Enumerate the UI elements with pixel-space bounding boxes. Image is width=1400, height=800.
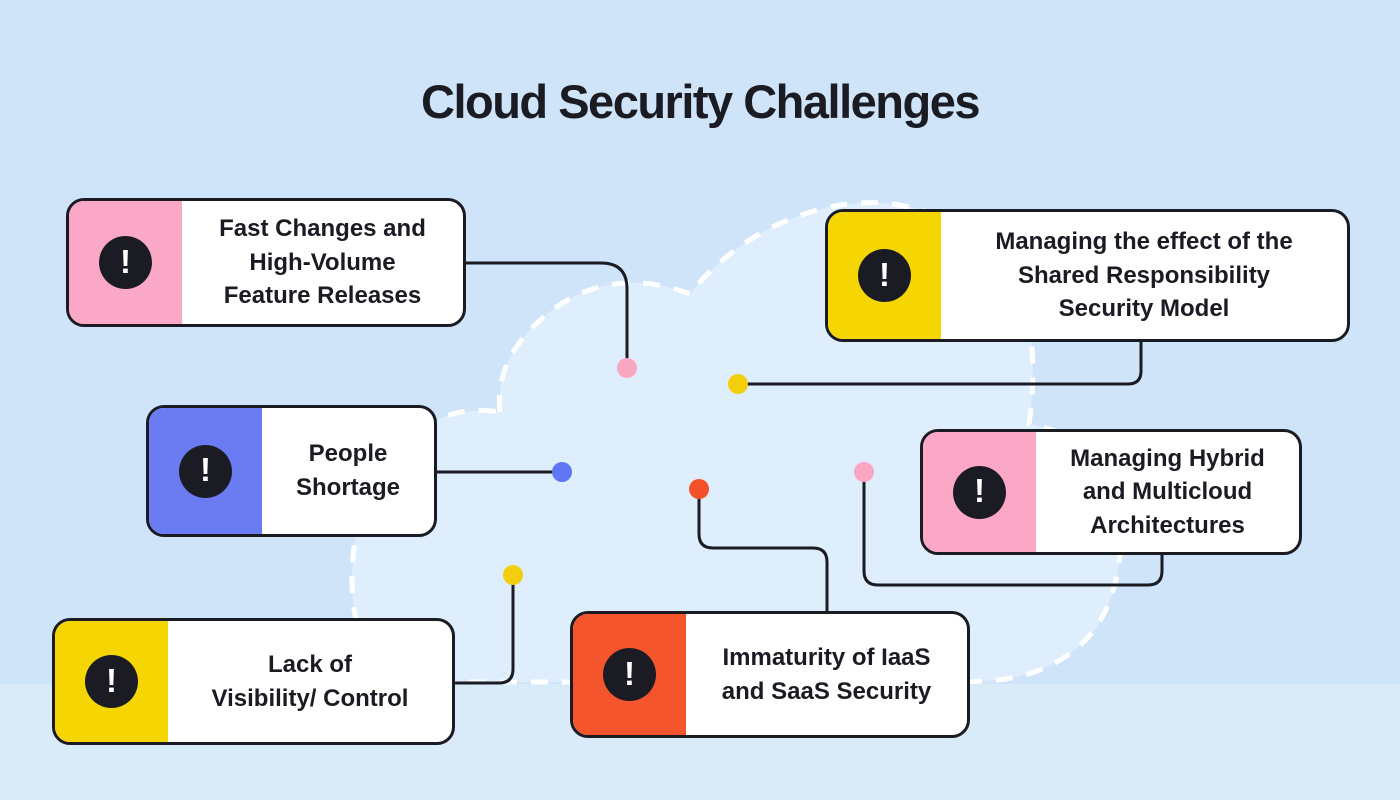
challenge-card-people-shortage: ! People Shortage xyxy=(146,405,437,537)
card-accent: ! xyxy=(573,614,686,735)
exclamation-icon: ! xyxy=(85,655,138,708)
connector-dot-hybrid-multicloud xyxy=(854,462,874,482)
card-accent: ! xyxy=(828,212,941,339)
challenge-card-shared-responsibility: ! Managing the effect of the Shared Resp… xyxy=(825,209,1350,342)
card-label: Managing the effect of the Shared Respon… xyxy=(995,228,1293,323)
page-title: Cloud Security Challenges xyxy=(421,75,980,128)
card-label: Managing Hybrid and Multicloud Architect… xyxy=(1070,444,1265,539)
challenge-card-fast-changes: ! Fast Changes and High-Volume Feature R… xyxy=(66,198,466,327)
connector-fast-changes xyxy=(464,261,629,370)
card-accent: ! xyxy=(55,621,168,742)
connector-dot-fast-changes xyxy=(617,358,637,378)
exclamation-icon: ! xyxy=(99,236,152,289)
connector-shared-responsibility xyxy=(736,340,1143,386)
card-label: Lack of Visibility/ Control xyxy=(211,650,409,712)
connector-dot-shared-responsibility xyxy=(728,374,748,394)
card-label: Immaturity of IaaS and SaaS Security xyxy=(721,643,932,705)
exclamation-icon: ! xyxy=(603,648,656,701)
card-accent: ! xyxy=(69,201,182,324)
connector-dot-people-shortage xyxy=(552,462,572,482)
card-accent: ! xyxy=(923,432,1036,552)
exclamation-icon: ! xyxy=(179,444,232,498)
connector-hybrid-multicloud xyxy=(862,470,1164,587)
connector-dot-iaas-saas xyxy=(689,479,709,499)
challenge-card-hybrid-multicloud: ! Managing Hybrid and Multicloud Archite… xyxy=(920,429,1302,555)
connector-lines xyxy=(435,261,1164,685)
exclamation-icon: ! xyxy=(858,249,911,302)
challenge-card-lack-visibility: ! Lack of Visibility/ Control xyxy=(52,618,455,745)
connector-iaas-saas xyxy=(697,487,829,614)
challenge-card-iaas-saas: ! Immaturity of IaaS and SaaS Security xyxy=(570,611,970,738)
card-label: Fast Changes and High-Volume Feature Rel… xyxy=(219,215,426,310)
exclamation-icon: ! xyxy=(953,465,1006,519)
connector-lack-visibility xyxy=(454,573,515,685)
connector-dot-lack-visibility xyxy=(503,565,523,585)
card-accent: ! xyxy=(149,408,262,534)
card-label: People Shortage xyxy=(295,440,400,501)
